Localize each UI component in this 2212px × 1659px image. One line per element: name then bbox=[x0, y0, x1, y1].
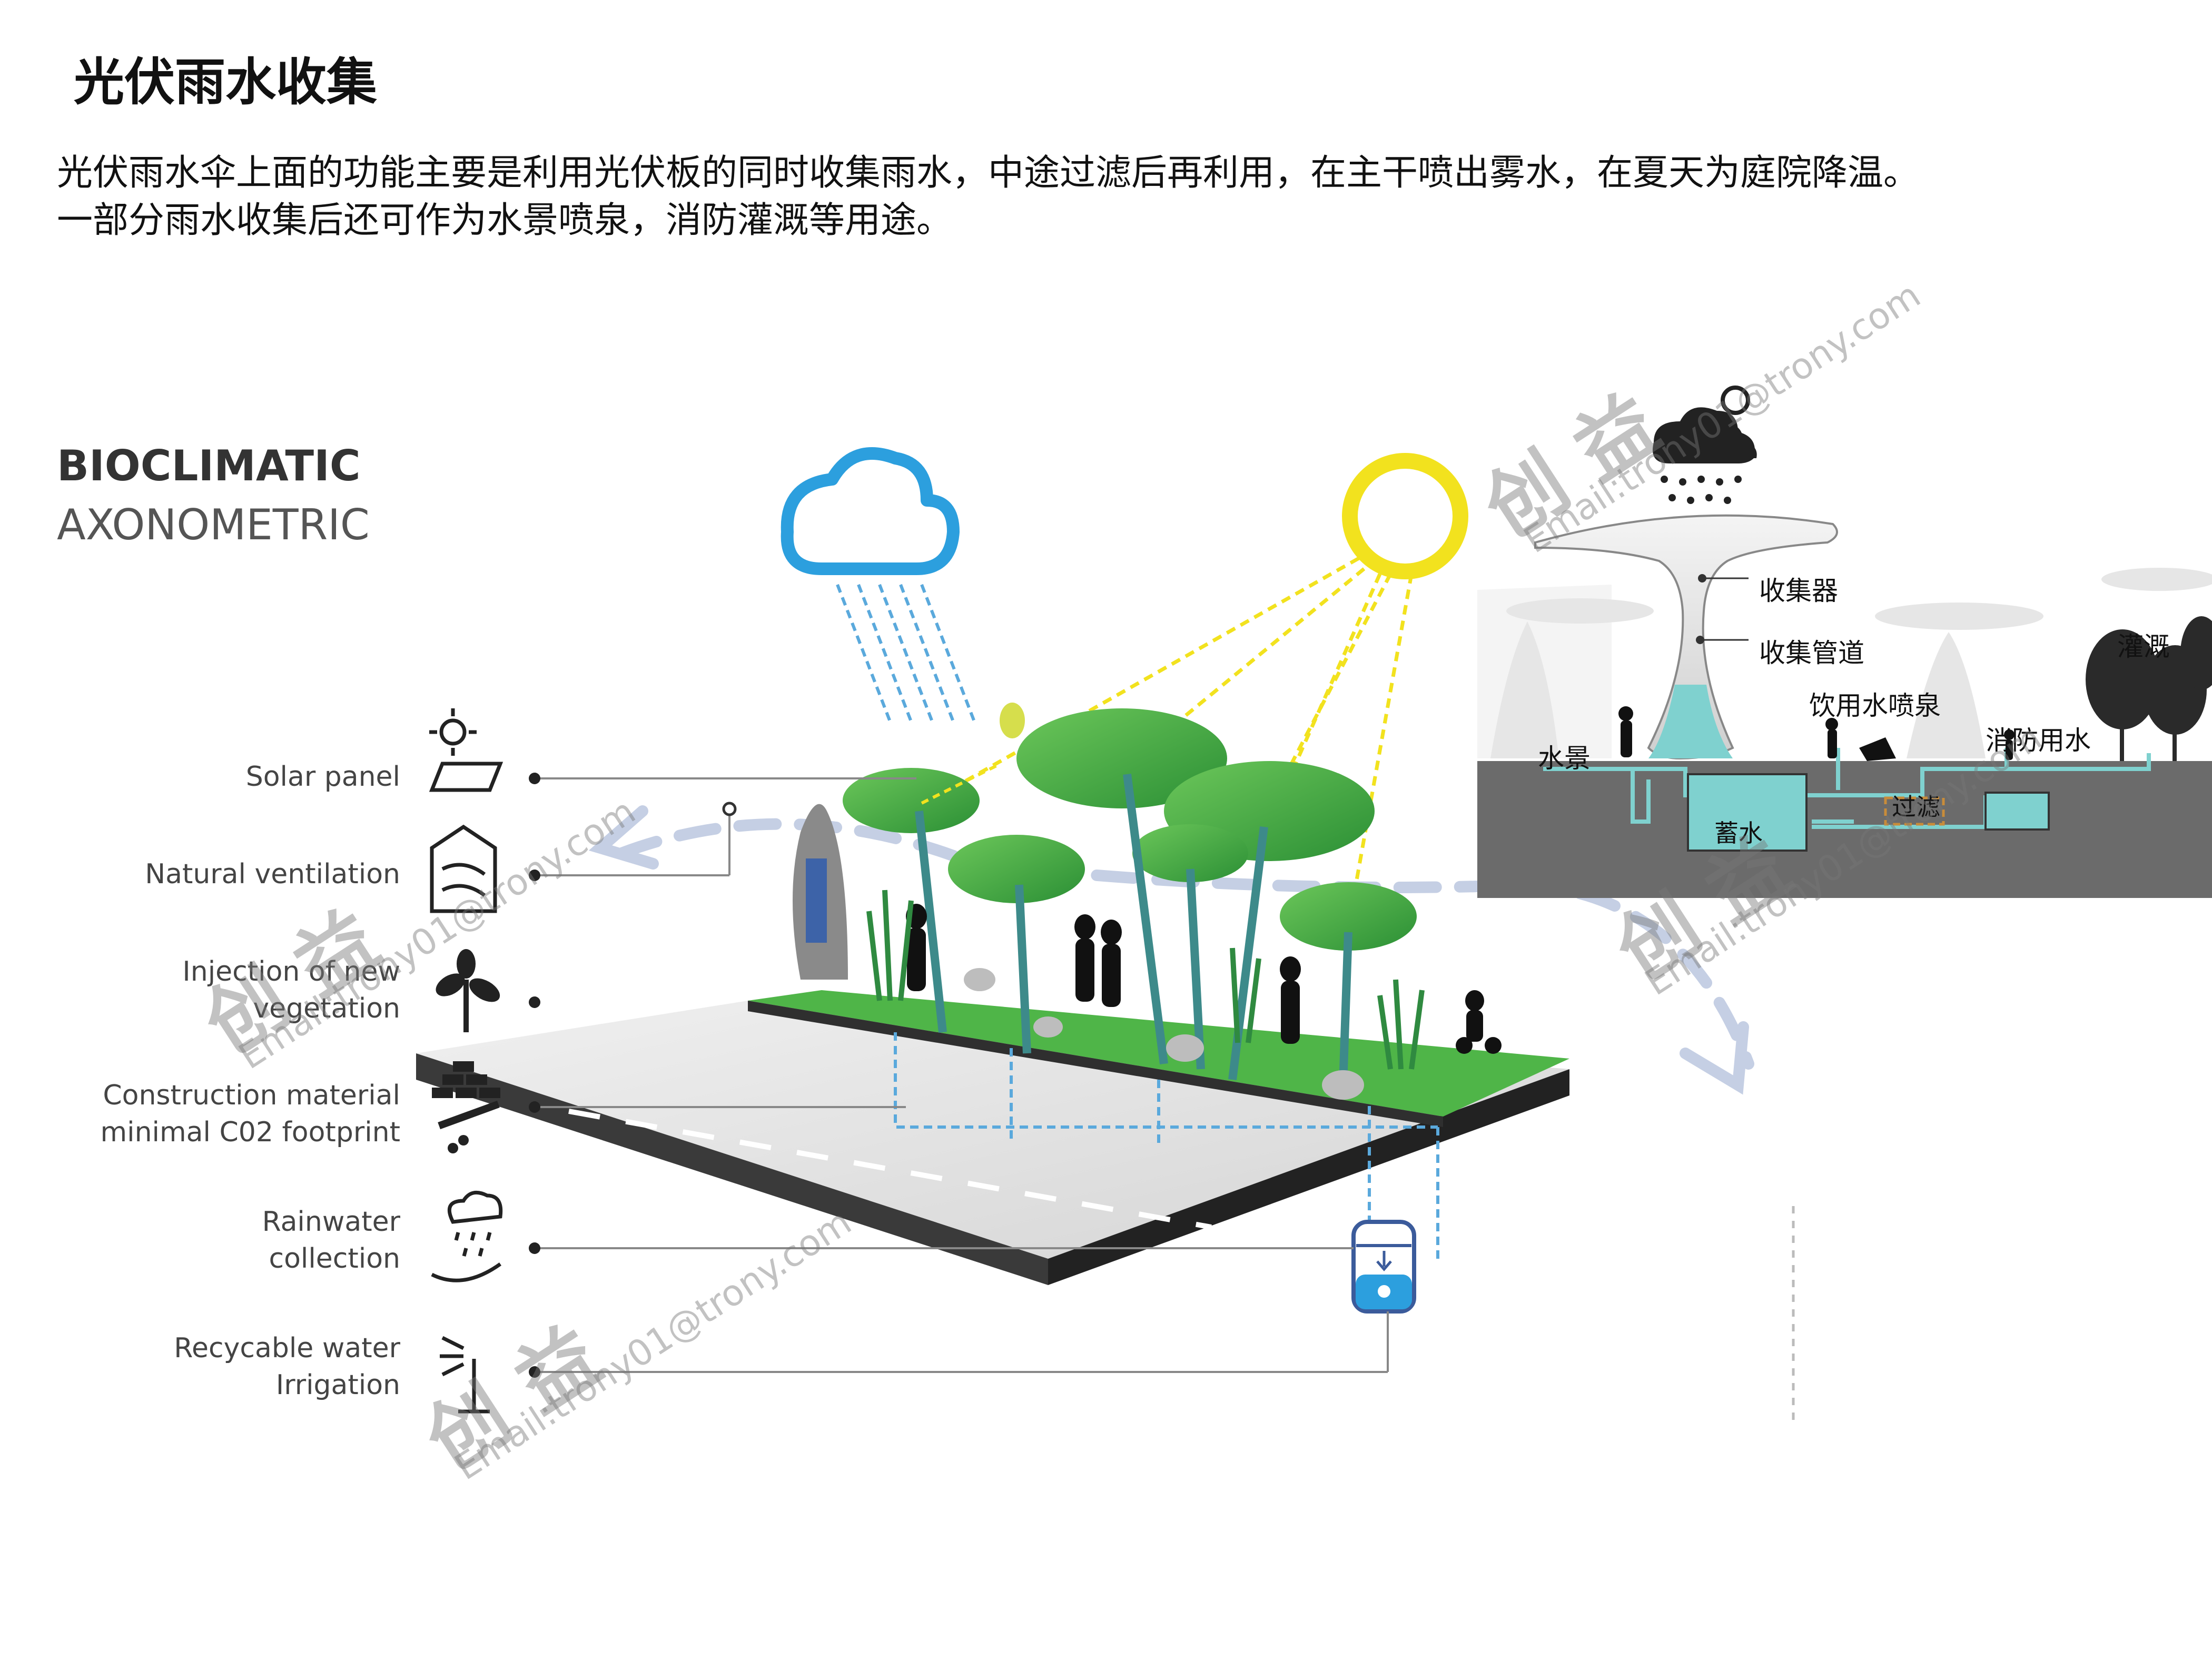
section-diagram bbox=[1477, 386, 2212, 898]
lotus-bud bbox=[1000, 703, 1025, 738]
legend-natural-ventilation: Natural ventilation bbox=[145, 858, 400, 890]
lotus-umbrellas bbox=[843, 708, 1417, 951]
fire-water-tank bbox=[1984, 792, 2050, 831]
umbrella-canopy bbox=[1534, 514, 1838, 760]
sun-icon bbox=[921, 453, 1468, 927]
legend-new-vegetation: Injection of new vegetation bbox=[182, 956, 400, 1024]
sprinkler-icon bbox=[440, 1336, 490, 1414]
label-drinking-fountain: 饮用水喷泉 bbox=[1809, 690, 1941, 721]
rain-hand-icon bbox=[431, 1190, 503, 1282]
filter-box bbox=[1884, 796, 1945, 826]
label-fire-water: 消防用水 bbox=[1986, 725, 2091, 756]
label-irrigation: 灌溉 bbox=[2117, 631, 2170, 662]
legend-rainwater-collection: Rainwater collection bbox=[262, 1206, 400, 1275]
bricks-icon bbox=[432, 1061, 500, 1153]
diagram-title: BIOCLIMATIC bbox=[57, 441, 361, 490]
water-tank bbox=[1351, 1220, 1416, 1314]
legend-connectors bbox=[535, 777, 1389, 1373]
label-filter: 过滤 bbox=[1892, 793, 1940, 821]
leaf-icon bbox=[436, 949, 500, 1032]
rocks bbox=[964, 968, 1364, 1100]
legend-dots bbox=[529, 773, 540, 1378]
legend-construction-material: Construction material minimal C02 footpr… bbox=[100, 1080, 400, 1148]
trunk-water bbox=[1648, 685, 1733, 758]
intro-line-1: 光伏雨水伞上面的功能主要是利用光伏板的同时收集雨水，中途过滤后再利用，在主干喷出… bbox=[57, 152, 1920, 194]
storage-tank bbox=[1687, 773, 1808, 852]
arrowhead-left bbox=[588, 805, 659, 870]
section-ground bbox=[1477, 761, 2212, 898]
label-pipe: 收集管道 bbox=[1759, 638, 1864, 668]
cloud-rain-weather-icon bbox=[1653, 386, 1757, 504]
diagram-subtitle: AXONOMETRIC bbox=[57, 500, 370, 549]
label-storage: 蓄水 bbox=[1714, 819, 1763, 847]
ventilation-icon bbox=[430, 824, 497, 913]
label-water-feature: 水景 bbox=[1538, 743, 1591, 774]
tree-silhouettes bbox=[2086, 616, 2212, 761]
people-silhouettes bbox=[906, 904, 1502, 1054]
legend-recycable-water: Recycable water Irrigation bbox=[174, 1332, 400, 1401]
arrowhead-right bbox=[1680, 1021, 1749, 1095]
sun-panel-icon bbox=[429, 708, 503, 792]
legend-solar-panel: Solar panel bbox=[245, 761, 400, 793]
label-collector: 收集器 bbox=[1759, 576, 1838, 606]
page-title: 光伏雨水收集 bbox=[74, 53, 377, 112]
intro-line-2: 一部分雨水收集后还可作为水景喷泉，消防灌溉等用途。 bbox=[57, 200, 953, 241]
rain-cloud-icon bbox=[781, 447, 976, 723]
info-monolith bbox=[793, 804, 848, 980]
grass bbox=[866, 890, 1425, 1070]
underground-pipes bbox=[894, 1032, 1439, 1264]
ventilation-arrow bbox=[616, 818, 1754, 1070]
